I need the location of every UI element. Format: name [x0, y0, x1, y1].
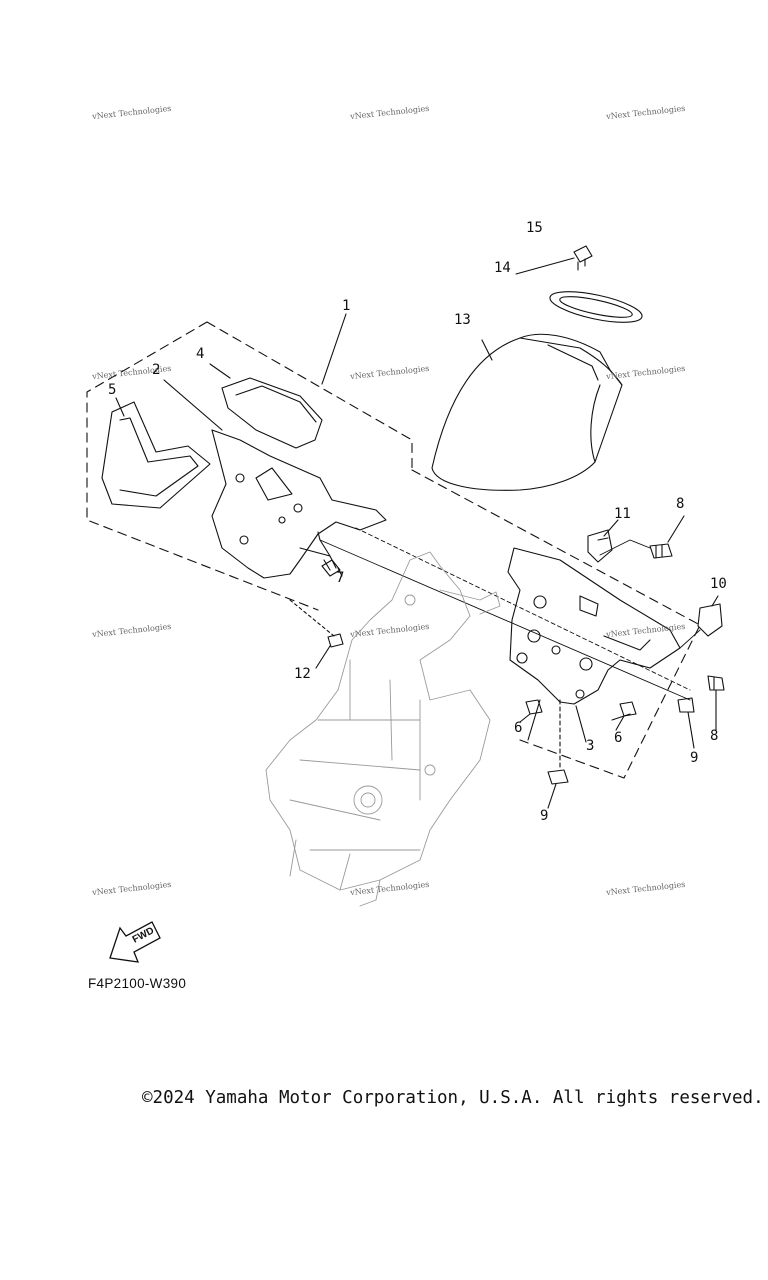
group-boundary-left [86, 321, 413, 611]
part-8-bolt-lower [707, 675, 725, 691]
frame-outline [265, 551, 501, 907]
callout-1: 1 [342, 298, 351, 314]
callout-6-left: 6 [514, 720, 523, 736]
callout-9-lower: 9 [540, 808, 549, 824]
part-12-bolt [289, 599, 344, 648]
group-boundary-right [411, 469, 701, 779]
figure-code: F4P2100-W390 [88, 976, 187, 991]
fwd-arrow-icon [109, 921, 161, 963]
callout-14: 14 [494, 260, 511, 276]
part-13-cowl [431, 333, 623, 491]
callout-8-upper: 8 [676, 496, 685, 512]
part-4-cover [221, 377, 323, 449]
part-3-bracket [507, 547, 681, 705]
callout-3: 3 [586, 738, 595, 754]
part-2-inner-panel [211, 429, 387, 579]
callout-5: 5 [108, 382, 117, 398]
callout-9-upper: 9 [690, 750, 699, 766]
part-14-gasket [549, 291, 643, 323]
part-15-screw [573, 245, 593, 271]
part-5-panel [101, 401, 211, 509]
part-9-screw-lower [547, 769, 569, 785]
part-8-bolt-upper [649, 543, 673, 559]
part-10-clip [697, 603, 723, 637]
callout-8-lower: 8 [710, 728, 719, 744]
callout-6-right: 6 [614, 730, 623, 746]
part-6-screw-right [619, 701, 637, 717]
callout-11: 11 [614, 506, 631, 522]
callout-7: 7 [336, 570, 345, 586]
callout-4: 4 [196, 346, 205, 362]
part-11-clip [587, 529, 613, 563]
callout-2: 2 [152, 362, 161, 378]
part-6-screw-left [525, 699, 543, 715]
callout-10: 10 [710, 576, 727, 592]
callout-13: 13 [454, 312, 471, 328]
part-9-screw-upper [677, 697, 695, 713]
callout-15: 15 [526, 220, 543, 236]
copyright-notice: ©2024 Yamaha Motor Corporation, U.S.A. A… [142, 1088, 764, 1108]
callout-12: 12 [294, 666, 311, 682]
